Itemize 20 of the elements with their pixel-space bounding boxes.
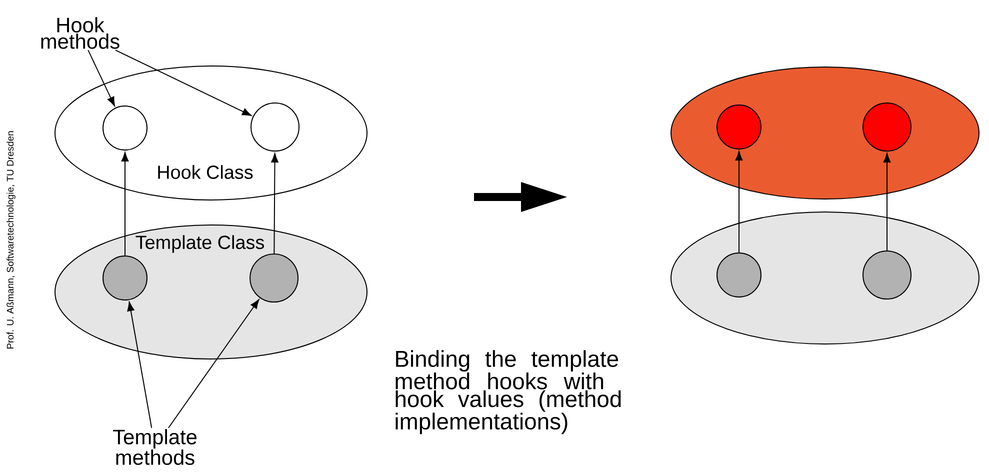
arrow [88, 50, 115, 106]
arrow [121, 152, 129, 256]
credit-line: Prof. U. Aßmann, Softwaretechnologie, TU Dresden [6, 131, 16, 349]
method-circle [862, 250, 912, 300]
method-circle [716, 104, 762, 150]
method-circle [716, 252, 762, 298]
text-label: Template methods [113, 429, 197, 465]
method-circle [102, 106, 148, 150]
arrow [271, 153, 278, 254]
text-label: Hook methods [41, 17, 120, 49]
method-circle [102, 256, 148, 300]
arrow [127, 302, 152, 428]
arrow [735, 151, 743, 253]
method-circle [250, 102, 300, 152]
method-circle [862, 102, 912, 152]
arrow [114, 50, 252, 116]
method-circle [250, 254, 298, 302]
arrow [168, 299, 260, 428]
arrow [883, 153, 891, 251]
caption-text: Binding the template method hooks with hook values (method implementations) [396, 350, 621, 434]
